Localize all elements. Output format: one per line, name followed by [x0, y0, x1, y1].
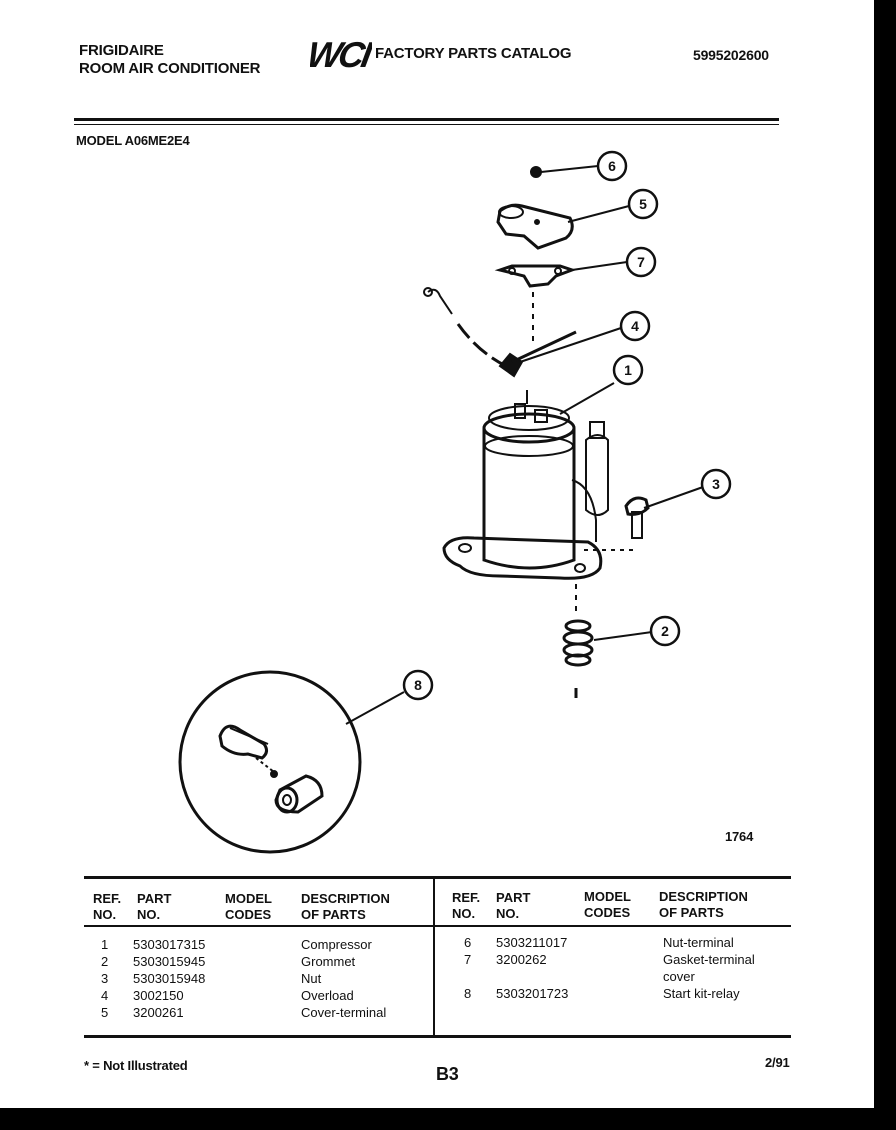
row-part-no: 5303015945 [133, 954, 206, 969]
brand-name: FRIGIDAIRE [79, 42, 164, 59]
row-description: Start kit-relay [663, 986, 740, 1001]
model-label: MODEL A06ME2E4 [76, 133, 190, 148]
part-overload [423, 287, 622, 378]
header-model-line1: MODEL [225, 891, 272, 906]
exploded-parts-diagram: 6 5 7 4 1 3 2 8 [178, 150, 732, 854]
wci-logo: WCI [310, 36, 372, 70]
callout-2 [649, 615, 681, 647]
catalog-number: 5995202600 [693, 47, 769, 63]
part-grommet [562, 584, 653, 698]
row-ref: 7 [464, 952, 472, 967]
header-desc-line1: DESCRIPTION [301, 891, 390, 906]
row-ref: 5 [101, 1005, 109, 1020]
row-description: Overload [301, 988, 354, 1003]
row-part-no: 5303201723 [496, 986, 569, 1001]
header-ref-line1-right: REF. [452, 890, 481, 905]
header-model-line1-right: MODEL [584, 889, 631, 904]
header-description: DESCRIPTION OF PARTS [301, 891, 390, 923]
row-description-continued: cover [663, 969, 695, 984]
callout-label-2: 2 [661, 623, 669, 639]
header-ref-line2: NO. [93, 907, 117, 922]
callout-label-6: 6 [608, 158, 616, 174]
page-number: B3 [436, 1064, 459, 1084]
row-part-no: 5303017315 [133, 937, 206, 952]
part-nut [584, 486, 704, 551]
header-part-line1-right: PART [496, 890, 531, 905]
row-ref: 1 [101, 937, 109, 952]
header-model-line2: CODES [225, 907, 272, 922]
wci-logo-mark: WCI [310, 36, 372, 70]
header-desc-line2-right: OF PARTS [659, 905, 724, 920]
header-model-codes-right: MODEL CODES [584, 889, 631, 921]
callout-label-1: 1 [624, 362, 632, 378]
part-start-kit-relay [178, 670, 405, 854]
callout-circles [402, 150, 732, 701]
row-description: Compressor [301, 937, 372, 952]
row-part-no: 3002150 [133, 988, 184, 1003]
row-ref: 3 [101, 971, 109, 986]
revision-date: 2/91 [765, 1055, 790, 1070]
header-rule-bottom [74, 124, 779, 125]
callout-8 [402, 669, 434, 701]
callout-6 [596, 150, 628, 182]
table-rule-top [84, 876, 791, 879]
header-model-codes: MODEL CODES [225, 891, 272, 923]
header-part-no: PART NO. [137, 891, 171, 923]
figure-number: 1764 [725, 829, 754, 844]
header-part-line2-right: NO. [496, 906, 520, 921]
logo-text: WCI [310, 36, 372, 70]
part-nut-terminal [530, 165, 599, 178]
row-part-no: 5303015948 [133, 971, 206, 986]
header-ref-no-right: REF. NO. [452, 890, 480, 922]
table-rule-bottom [84, 1035, 791, 1038]
row-description: Gasket-terminal [663, 952, 755, 967]
table-rule-header [84, 925, 791, 927]
row-part-no: 5303211017 [496, 935, 568, 950]
callout-label-8: 8 [414, 677, 422, 693]
callout-1 [612, 354, 644, 386]
part-compressor [442, 382, 615, 580]
header-part-no-right: PART NO. [496, 890, 530, 922]
part-cover-terminal [496, 203, 630, 250]
header-rule-top [74, 118, 779, 121]
header-desc-line1-right: DESCRIPTION [659, 889, 748, 904]
product-name: ROOM AIR CONDITIONER [79, 60, 261, 77]
row-part-no: 3200261 [133, 1005, 184, 1020]
callout-4 [619, 310, 651, 342]
header-ref-no: REF. NO. [93, 891, 121, 923]
header-desc-line2: OF PARTS [301, 907, 366, 922]
catalog-page: FRIGIDAIRE ROOM AIR CONDITIONER WCI FACT… [0, 0, 874, 1108]
callout-label-5: 5 [639, 196, 647, 212]
callout-7 [625, 246, 657, 278]
header-part-line2: NO. [137, 907, 161, 922]
row-description: Nut [301, 971, 322, 986]
header-ref-line2-right: NO. [452, 906, 476, 921]
part-gasket [494, 261, 628, 345]
not-illustrated-note: * = Not Illustrated [84, 1058, 188, 1073]
header-model-line2-right: CODES [584, 905, 631, 920]
row-ref: 2 [101, 954, 109, 969]
header-part-line1: PART [137, 891, 172, 906]
row-description: Cover-terminal [301, 1005, 387, 1020]
row-ref: 8 [464, 986, 472, 1001]
header-ref-line1: REF. [93, 891, 122, 906]
table-divider [433, 876, 435, 1036]
callout-label-7: 7 [637, 254, 645, 270]
row-ref: 4 [101, 988, 109, 1003]
callout-label-4: 4 [631, 318, 639, 334]
row-description: Nut-terminal [663, 935, 734, 950]
row-ref: 6 [464, 935, 472, 950]
header-description-right: DESCRIPTION OF PARTS [659, 889, 748, 921]
catalog-title: FACTORY PARTS CATALOG [375, 45, 572, 62]
callout-3 [700, 468, 732, 500]
row-part-no: 3200262 [496, 952, 547, 967]
callout-label-3: 3 [712, 476, 720, 492]
row-description: Grommet [301, 954, 356, 969]
callout-5 [627, 188, 659, 220]
